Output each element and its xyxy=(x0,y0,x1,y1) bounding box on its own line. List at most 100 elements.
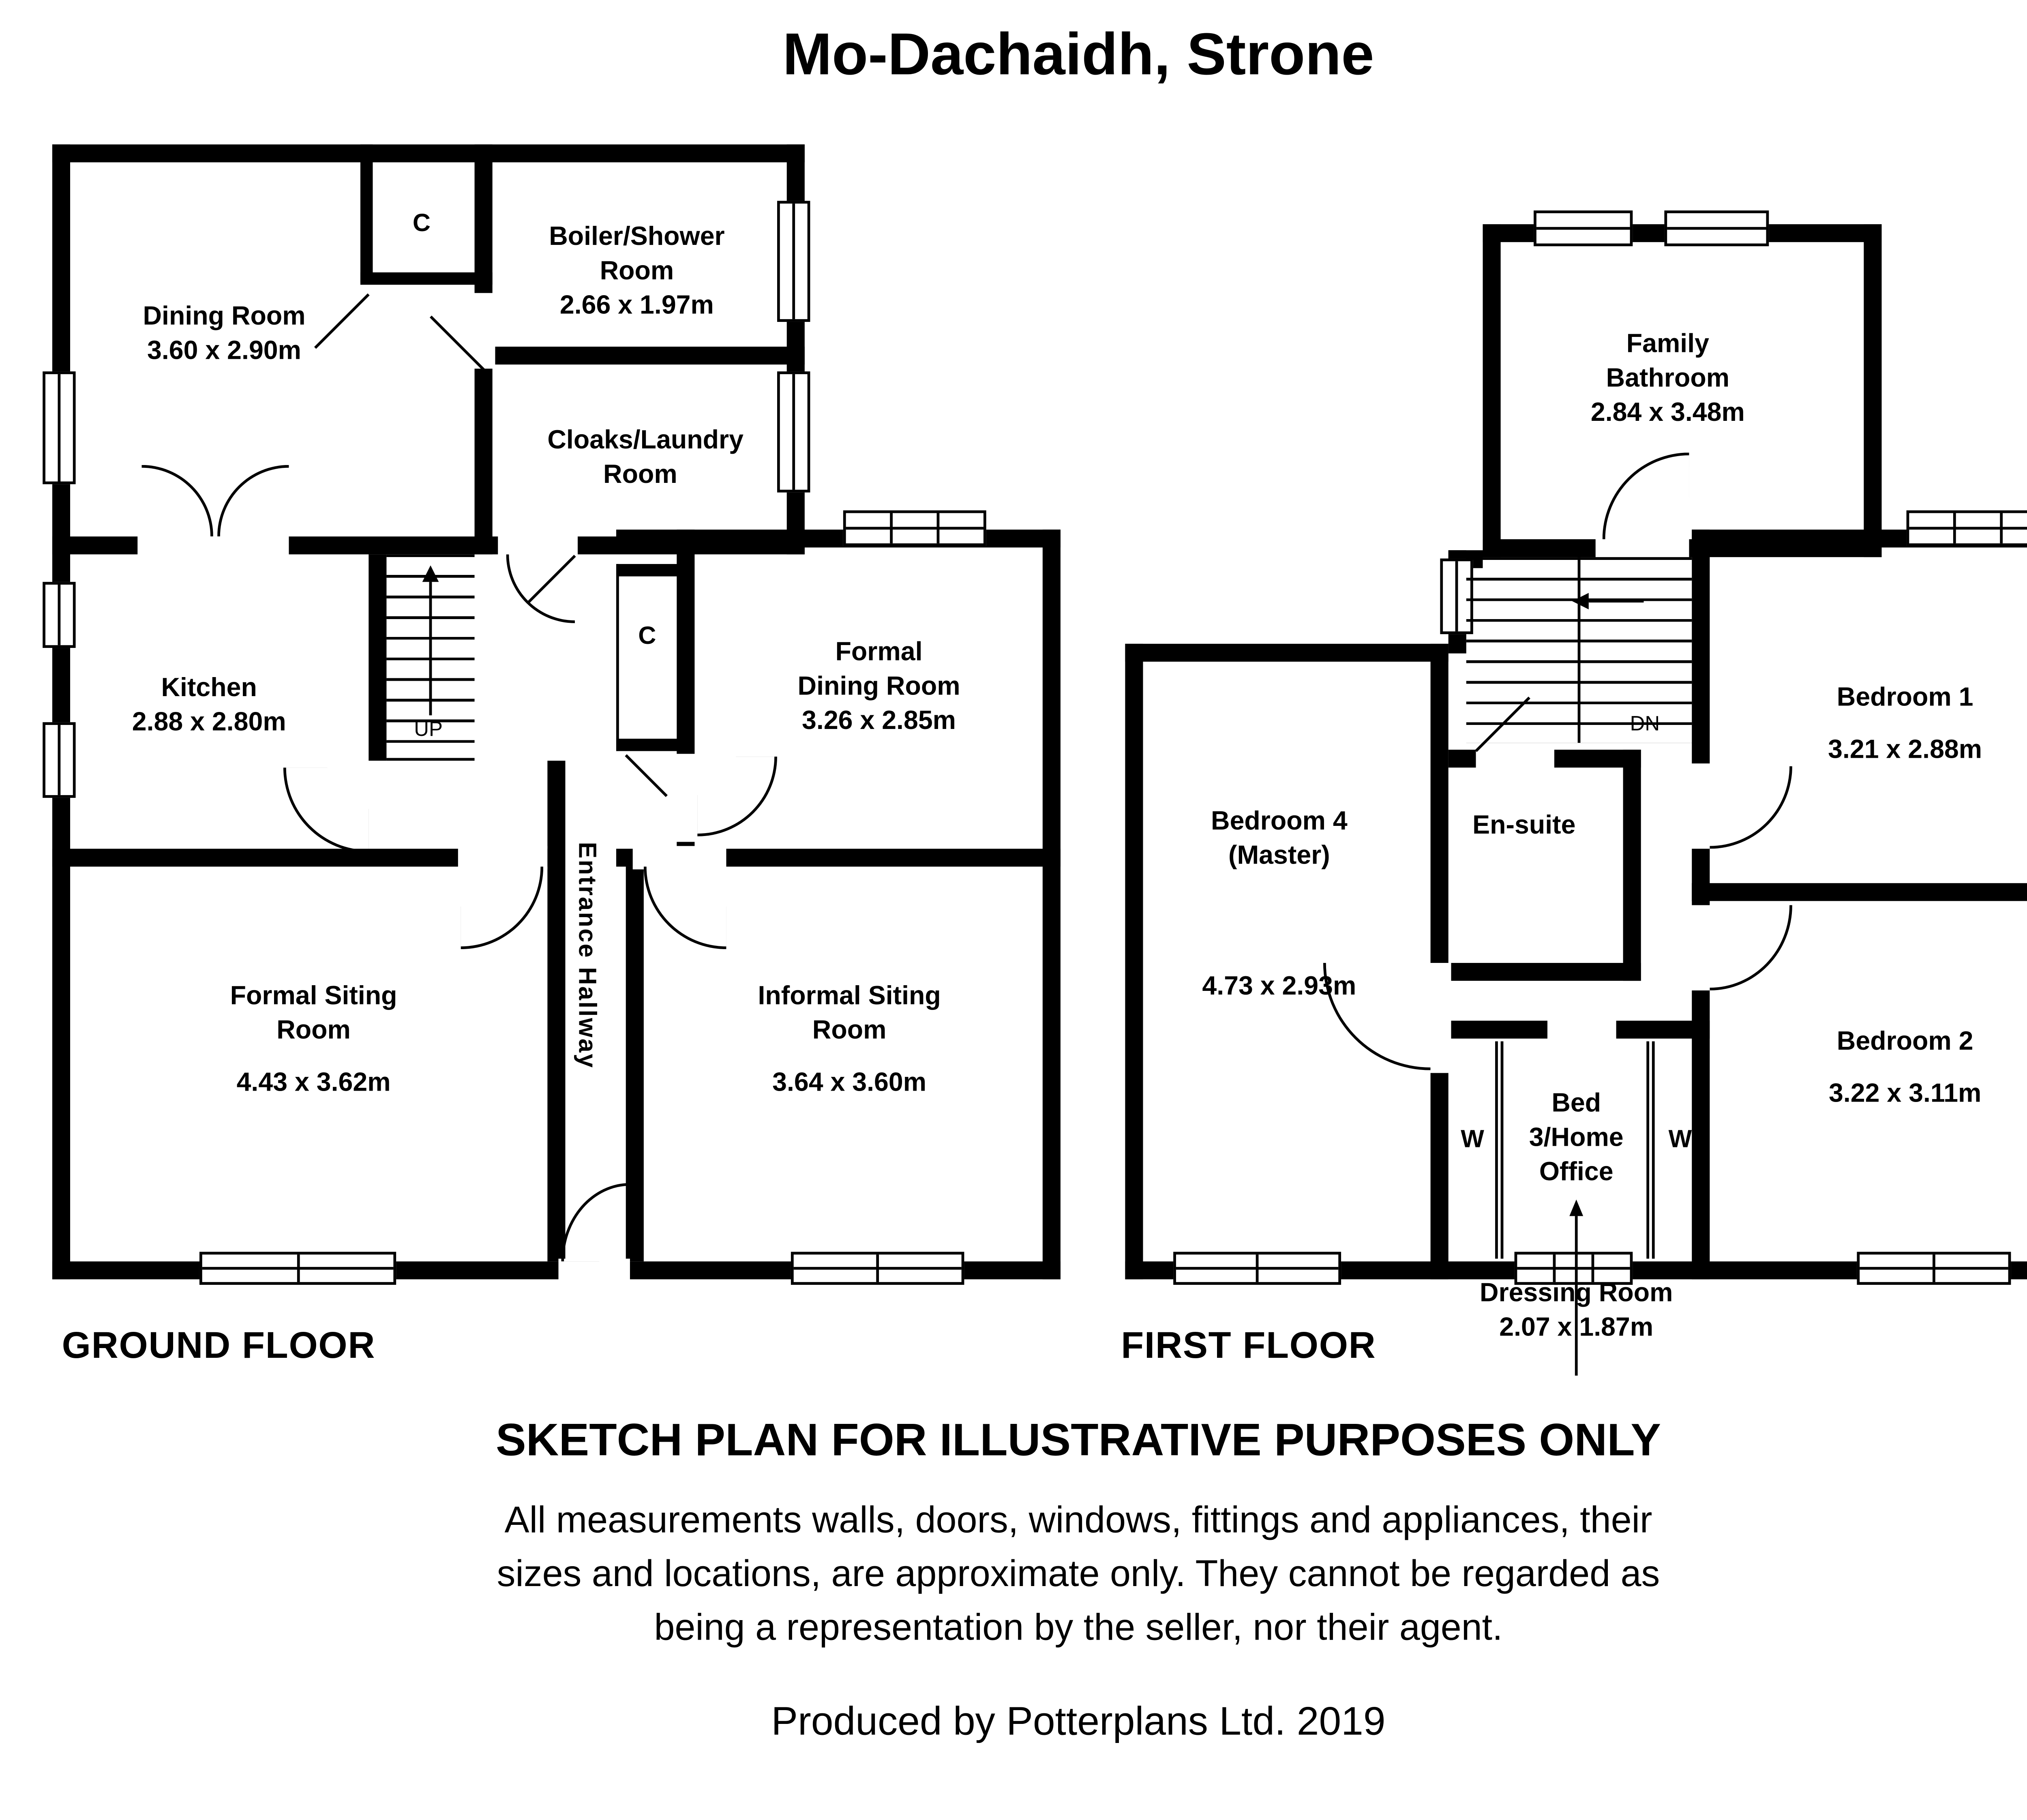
room-dims: 3.21 x 2.88m xyxy=(1828,736,1982,765)
room-label-dining: Dining Room 3.60 x 2.90m xyxy=(101,300,348,369)
stair-edge-line xyxy=(386,758,475,761)
wall-opening xyxy=(1689,905,1713,990)
room-name: Bedroom 2 xyxy=(1836,1027,1973,1057)
closet-label: C xyxy=(638,622,656,650)
window xyxy=(1173,1252,1341,1285)
wall xyxy=(1692,883,2027,901)
room-name: Cloaks/Laundry Room xyxy=(547,426,744,490)
door-arc xyxy=(1710,766,1792,849)
door-arc xyxy=(1710,905,1792,990)
wall xyxy=(616,564,680,577)
window xyxy=(1664,210,1769,247)
wall xyxy=(369,554,387,761)
wall xyxy=(1483,224,1501,557)
wall xyxy=(1125,643,1143,1280)
stairs-down-label: DN xyxy=(1630,712,1660,736)
room-label-entrance-hallway: Entrance Hallway xyxy=(573,842,601,1069)
room-label-formal-dining: Formal Dining Room 3.26 x 2.85m xyxy=(795,636,963,739)
ground-floor-caption: GROUND FLOOR xyxy=(62,1325,376,1366)
wall xyxy=(1864,224,1882,557)
window xyxy=(43,722,76,798)
stair-divider-line xyxy=(1577,557,1581,743)
wall xyxy=(360,144,373,282)
room-dims-bedroom4: 4.73 x 2.93m xyxy=(1183,970,1376,1004)
window xyxy=(791,1252,964,1285)
window xyxy=(1857,1252,2011,1285)
wall xyxy=(1430,643,1448,963)
room-name: Boiler/Shower Room xyxy=(549,223,725,286)
room-dims: 3.60 x 2.90m xyxy=(147,337,301,366)
window xyxy=(777,201,810,322)
wall-opening xyxy=(471,293,495,369)
room-dims: 3.64 x 3.60m xyxy=(772,1069,927,1098)
door-arc xyxy=(1602,452,1689,540)
window xyxy=(1514,1252,1633,1285)
window xyxy=(43,371,76,484)
room-label-cloaks: Cloaks/Laundry Room xyxy=(547,424,744,493)
closet-front-line xyxy=(1646,1041,1650,1259)
wall-opening xyxy=(632,846,726,870)
wall xyxy=(547,761,566,1262)
window xyxy=(199,1252,396,1285)
room-name: Formal Dining Room xyxy=(797,638,960,702)
first-floor-caption: FIRST FLOOR xyxy=(1121,1325,1376,1366)
wall-opening xyxy=(1427,963,1451,1073)
room-name: En-suite xyxy=(1472,811,1576,841)
room-label-boiler: Boiler/Shower Room 2.66 x 1.97m xyxy=(534,220,740,323)
wall-opening xyxy=(137,534,289,557)
room-label-ensuite: En-suite xyxy=(1462,809,1586,843)
wall xyxy=(52,144,71,1280)
wall xyxy=(1430,1073,1448,1280)
room-name: Dressing Room xyxy=(1480,1279,1673,1308)
room-dims: 2.66 x 1.97m xyxy=(559,292,714,321)
window xyxy=(777,371,810,493)
room-name: Informal Siting Room xyxy=(758,982,941,1046)
bay-window xyxy=(843,510,986,546)
wall xyxy=(52,144,805,163)
room-label-dressing: Dressing Room 2.07 x 1.87m xyxy=(1472,1277,1681,1346)
disclaimer-line: being a representation by the seller, no… xyxy=(654,1606,1503,1648)
closet-label: C xyxy=(412,209,431,237)
room-dims: 4.73 x 2.93m xyxy=(1202,972,1356,1002)
disclaimer-line: All measurements walls, doors, windows, … xyxy=(504,1499,1652,1541)
room-name: Bedroom 4 (Master) xyxy=(1211,807,1348,871)
window xyxy=(1534,210,1633,247)
room-dims: 4.43 x 3.62m xyxy=(236,1069,391,1098)
wall-opening xyxy=(498,534,578,557)
ground-floor-plan: UP Dining Room 3.60 x 2.90m C Boiler/Sho… xyxy=(0,0,1100,1376)
room-label-bedroom4: Bedroom 4 (Master) xyxy=(1183,805,1376,874)
door-arc xyxy=(643,866,726,950)
wall xyxy=(1042,529,1061,1280)
room-name: Dining Room xyxy=(143,302,306,332)
wardrobe-label-left: W xyxy=(1461,1125,1484,1153)
producer-credit: Produced by Potterplans Ltd. 2019 xyxy=(771,1700,1386,1745)
wall xyxy=(1623,750,1641,981)
wall xyxy=(360,272,493,285)
room-label-bedroom1: Bedroom 1 3.21 x 2.88m xyxy=(1802,681,2008,767)
first-floor-plan: DN Family Bathroom 2.84 x 3.48m Bedroom … xyxy=(1100,0,2027,1376)
front-door-opening xyxy=(558,1258,630,1282)
closet-front-line xyxy=(616,564,619,751)
wall xyxy=(616,738,680,751)
bay-window xyxy=(1906,510,2027,546)
closet-front-line xyxy=(1495,1041,1498,1259)
closet-front-line xyxy=(1500,1041,1504,1259)
stair-arrow-head xyxy=(422,565,439,582)
room-name: Bedroom 1 xyxy=(1836,684,1973,713)
door-leaf xyxy=(625,754,668,797)
page-title: Mo-Dachaidh, Strone xyxy=(782,22,1374,88)
stair-arrow-line xyxy=(1588,600,1644,603)
door-arc xyxy=(461,866,544,950)
closet-front-line xyxy=(1652,1041,1655,1259)
door-arc xyxy=(141,465,213,537)
room-label-formal-siting: Formal Siting Room 4.43 x 3.62m xyxy=(217,980,410,1101)
room-dims: 3.26 x 2.85m xyxy=(802,707,956,736)
door-arc xyxy=(217,465,289,537)
room-dims: 2.88 x 2.80m xyxy=(132,708,286,737)
stair-arrow-line xyxy=(429,582,432,716)
wall xyxy=(1125,643,1448,662)
room-name: Formal Siting Room xyxy=(230,982,397,1046)
wall-opening xyxy=(458,846,548,870)
room-label-informal-siting: Informal Siting Room 3.64 x 3.60m xyxy=(750,980,949,1101)
